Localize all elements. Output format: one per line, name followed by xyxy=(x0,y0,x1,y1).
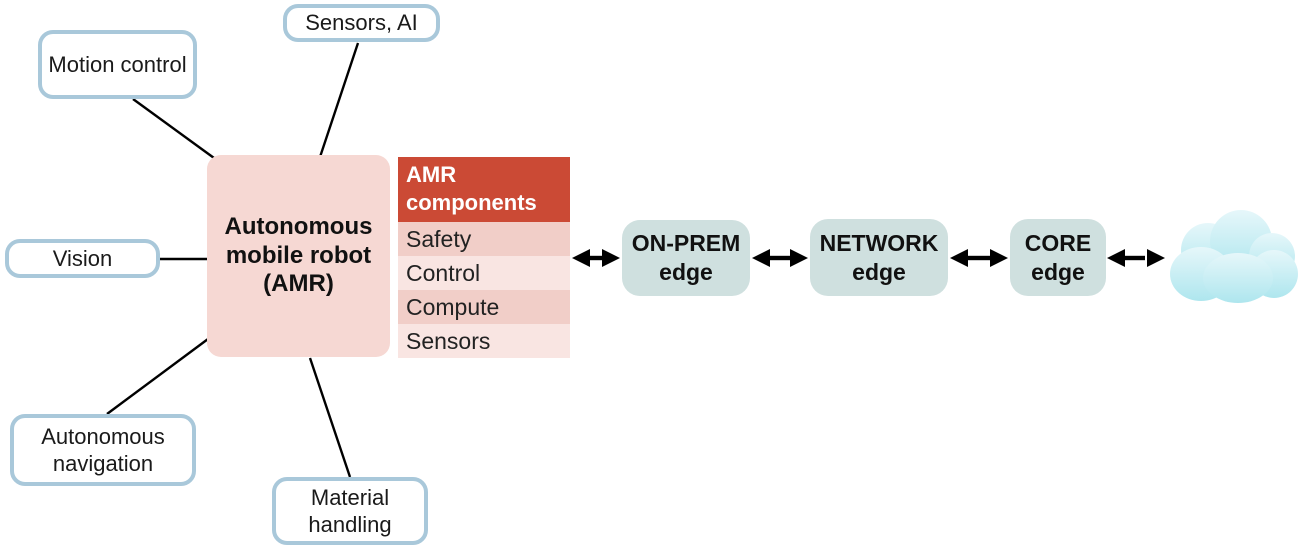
table-row-control: Control xyxy=(398,256,570,290)
cloud-icon xyxy=(1170,210,1298,303)
node-label: Autonomous navigation xyxy=(41,423,165,477)
edge-node-name: NETWORK xyxy=(819,229,939,256)
connector-line-autonomous-navigation xyxy=(106,338,209,415)
table-row-compute: Compute xyxy=(398,290,570,324)
edge-node-name: CORE xyxy=(1024,229,1092,256)
connector-line-sensors-ai xyxy=(318,42,360,158)
double-arrow-icon xyxy=(572,249,620,267)
node-label: Vision xyxy=(52,245,113,271)
table-row-sensors: Sensors xyxy=(398,324,570,358)
table-header: AMR components xyxy=(398,157,570,222)
edge-node-sublabel: edge xyxy=(659,259,713,285)
node-sensors-ai: Sensors, AI xyxy=(283,4,440,42)
double-arrow-icon xyxy=(950,249,1008,267)
table-row-safety: Safety xyxy=(398,222,570,256)
node-on-prem-edge: ON-PREM edge xyxy=(622,220,750,296)
node-autonomous-mobile-robot: Autonomous mobile robot (AMR) xyxy=(207,155,390,357)
connector-line-material-handling xyxy=(308,357,352,478)
node-core-edge: CORE edge xyxy=(1010,219,1106,296)
node-label: Material handling xyxy=(308,484,392,538)
node-network-edge: NETWORK edge xyxy=(810,219,948,296)
edge-node-name: ON-PREM xyxy=(631,230,741,257)
amr-components-table: AMR components Safety Control Compute Se… xyxy=(398,157,570,358)
double-arrow-icon xyxy=(752,249,808,267)
center-node-label: Autonomous mobile robot (AMR) xyxy=(224,212,373,298)
node-label: Motion control xyxy=(48,51,187,77)
node-motion-control: Motion control xyxy=(38,30,197,99)
node-material-handling: Material handling xyxy=(272,477,428,545)
edge-node-sublabel: edge xyxy=(1031,258,1085,285)
double-arrow-icon xyxy=(1107,249,1165,267)
edge-node-sublabel: edge xyxy=(852,258,906,285)
node-vision: Vision xyxy=(5,239,160,278)
node-label: Sensors, AI xyxy=(305,10,418,36)
node-autonomous-navigation: Autonomous navigation xyxy=(10,414,196,486)
connector-line-motion-control xyxy=(132,98,215,159)
